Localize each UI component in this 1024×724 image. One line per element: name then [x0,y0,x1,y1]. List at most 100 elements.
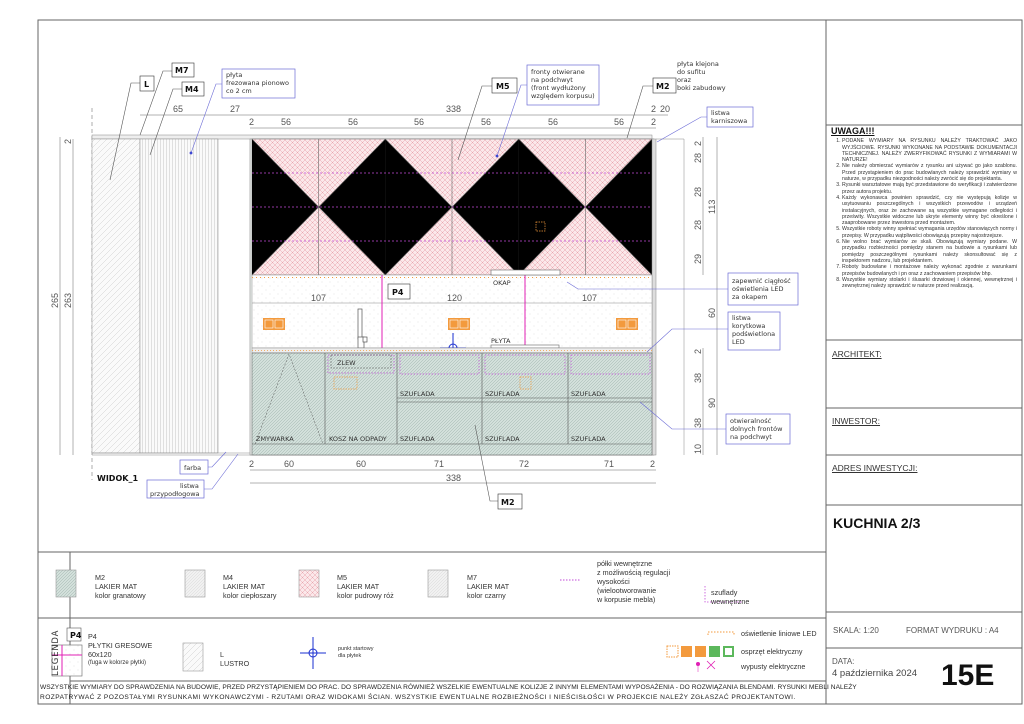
legend-swatches: P4 [51,569,742,677]
sheet-title: KUCHNIA 2/3 [833,515,921,531]
tag-m2-bottom: M2 [501,498,515,507]
mirror-panel [91,138,141,454]
scale: SKALA: 1:20 [833,626,879,635]
svg-text:2: 2 [650,459,655,469]
lower-cabinets-m2 [251,352,653,456]
svg-text:120: 120 [447,293,462,303]
legend-electrical: osprzęt elektryczny [741,647,803,656]
svg-text:ZMYWARKA: ZMYWARKA [256,435,294,443]
swatch-m5 [298,569,320,598]
svg-text:listwa: listwa [732,314,751,322]
svg-text:28: 28 [693,187,703,197]
svg-text:na podchwyt: na podchwyt [531,76,573,84]
svg-text:27: 27 [230,104,240,114]
svg-text:56: 56 [548,117,558,127]
svg-text:29: 29 [693,254,703,264]
svg-text:oraz: oraz [677,76,692,84]
svg-text:107: 107 [311,293,326,303]
swatch-m4 [184,569,206,598]
general-note-line-2: ROZPATRYWAĆ Z POZOSTAŁYMI RYSUNKAMI WYKO… [40,694,796,701]
svg-text:338: 338 [446,104,461,114]
svg-text:60: 60 [707,308,717,318]
milled-panel-m4 [139,138,219,454]
svg-text:dolnych frontów: dolnych frontów [730,425,783,433]
svg-text:płyta klejona: płyta klejona [677,60,719,68]
address-label: ADRES INWESTYCJI: [832,463,918,473]
dimension-texts: 65 27 338 2 20 2 56 56 56 56 56 56 2 107… [50,104,717,483]
tag-p4: P4 [392,288,404,297]
general-note-line-1: WSZYSTKIE WYMIARY DO SPRAWDZENIA NA BUDO… [40,684,857,691]
svg-text:20: 20 [660,104,670,114]
legend-led: oświetlenie liniowe LED [741,629,817,638]
print-format: FORMAT WYDRUKU : A4 [906,626,999,635]
svg-text:PŁYTA: PŁYTA [491,337,511,345]
swatch-mirror [182,642,204,672]
svg-text:56: 56 [414,117,424,127]
callout-texts: płyta frezowana pionowo co 2 cm fronty o… [150,60,791,498]
svg-text:farba: farba [184,464,201,472]
svg-text:karniszowa: karniszowa [711,117,747,125]
legend-outlets-icon [696,660,716,672]
warnings-title: UWAGA!!! [831,126,875,136]
svg-text:do sufitu: do sufitu [677,68,705,76]
title-block-rows [826,124,1022,649]
sheet-frame [37,19,1023,705]
svg-text:265: 265 [50,293,60,308]
svg-text:72: 72 [519,459,529,469]
legend-electrical-icon [666,645,734,658]
backsplash-tiles-p4 [251,269,653,363]
svg-text:SZUFLADA: SZUFLADA [485,435,520,443]
legend-start-point-icon [300,637,326,669]
warnings-panel: UWAGA!!! PODANE WYMIARY NA RYSUNKU NALEŻ… [831,126,1017,289]
date-label: DATA: [832,657,855,666]
svg-text:263: 263 [63,293,73,308]
svg-text:2: 2 [651,104,656,114]
date: 4 października 2024 [832,668,918,679]
svg-text:2: 2 [693,349,703,354]
svg-text:boki zabudowy: boki zabudowy [677,84,726,92]
svg-text:60: 60 [284,459,294,469]
svg-text:65: 65 [173,104,183,114]
legend-outlets: wypusty elektryczne [741,662,806,671]
svg-text:2: 2 [693,141,703,146]
svg-text:28: 28 [693,153,703,163]
svg-text:frezowana pionowo: frezowana pionowo [226,79,289,87]
architect-label: ARCHITEKT: [832,349,882,359]
leader-lines [109,70,653,502]
svg-text:SZUFLADA: SZUFLADA [571,435,606,443]
investor-label: INWESTOR: [832,416,881,426]
svg-text:SZUFLADA: SZUFLADA [571,390,606,398]
swatch-p4 [51,644,83,677]
svg-text:przypodłogowa: przypodłogowa [150,490,200,498]
svg-text:338: 338 [446,473,461,483]
svg-text:LED: LED [732,338,745,346]
svg-text:2: 2 [249,459,254,469]
svg-text:podświetlona: podświetlona [732,330,775,338]
svg-text:107: 107 [582,293,597,303]
svg-text:90: 90 [707,398,717,408]
svg-text:za okapem: za okapem [732,293,768,301]
tag-m7: M7 [175,66,189,75]
svg-text:fronty otwierane: fronty otwierane [531,68,585,76]
svg-text:na podchwyt: na podchwyt [730,433,772,441]
svg-text:P4: P4 [70,631,82,640]
svg-text:2: 2 [651,117,656,127]
sheet-number: 15E [941,659,995,692]
dimension-lines [59,114,718,484]
svg-text:71: 71 [604,459,614,469]
view-title: WIDOK_1 [97,474,138,483]
svg-text:28: 28 [693,220,703,230]
legend-title: LEGENDA [51,630,61,676]
svg-text:2: 2 [249,117,254,127]
svg-text:otwieralność: otwieralność [730,417,772,425]
svg-text:2: 2 [63,139,73,144]
svg-text:71: 71 [434,459,444,469]
